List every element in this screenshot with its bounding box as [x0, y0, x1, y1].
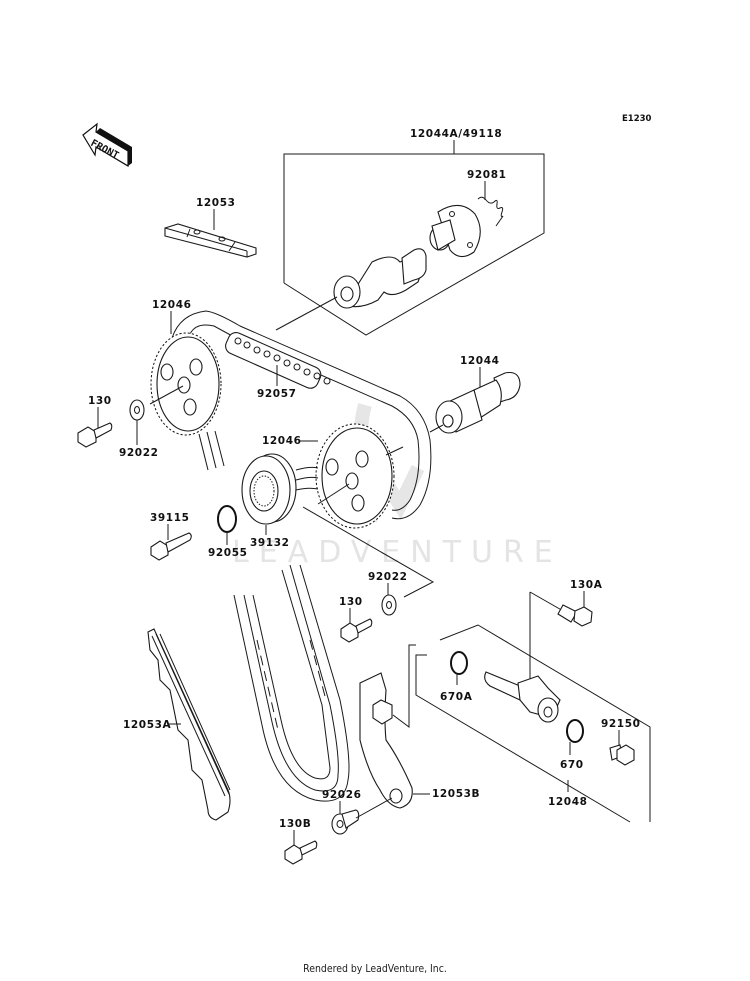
- label-12053: 12053: [196, 197, 236, 209]
- label-12053a: 12053A: [123, 719, 172, 731]
- label-12053b: 12053B: [432, 788, 480, 800]
- bolt-39115: 39115: [150, 512, 192, 561]
- watermark-text: LEADVENTURE: [232, 535, 563, 570]
- label-130-upper: 130: [88, 395, 112, 407]
- label-670: 670: [560, 759, 584, 771]
- label-130b: 130B: [279, 818, 311, 830]
- label-92022-lower: 92022: [368, 571, 408, 583]
- label-130a: 130A: [570, 579, 603, 591]
- sprocket-12046-upper: 12046: [149, 299, 225, 471]
- washer-92022-lower: 92022: [368, 571, 408, 616]
- washer-92022-upper: 92022: [119, 399, 159, 459]
- label-12044a-49118: 12044A/49118: [410, 128, 502, 140]
- label-92057: 92057: [257, 388, 297, 400]
- pulley-39132: 39132: [241, 453, 319, 549]
- label-670a: 670A: [440, 691, 473, 703]
- tensioner-group: 130A 670A 670 12048 92150: [415, 579, 651, 823]
- label-130-lower: 130: [339, 596, 363, 608]
- bolt-130b: 130B: [279, 818, 318, 865]
- label-92022-upper: 92022: [119, 447, 159, 459]
- chain-guide-12053b: 12053B: [359, 644, 480, 809]
- oring-92055: 92055: [208, 505, 248, 559]
- label-92055: 92055: [208, 547, 248, 559]
- label-92026: 92026: [322, 789, 362, 801]
- footer-credit: Rendered by LeadVenture, Inc.: [303, 962, 447, 975]
- bolt-130-lower: 130: [339, 596, 373, 643]
- collar-92026: 92026: [322, 789, 393, 835]
- spring-92081: 92081: [467, 169, 507, 227]
- chain-guide-12053a: 12053A: [123, 628, 231, 821]
- label-12046-lower: 12046: [262, 435, 302, 447]
- sprocket-12046-lower: 12046: [262, 423, 404, 529]
- timing-belt: [233, 564, 350, 802]
- camshaft-12044a: [275, 248, 427, 331]
- label-39115: 39115: [150, 512, 190, 524]
- chain-92057: 92057: [171, 310, 432, 520]
- label-92081: 92081: [467, 169, 507, 181]
- label-12044: 12044: [460, 355, 500, 367]
- front-arrow-icon: FRONT: [82, 122, 132, 168]
- camshaft-assembly-group: 12044A/49118: [283, 128, 545, 336]
- label-12048: 12048: [548, 796, 588, 808]
- chain-guide-12053: 12053: [164, 197, 257, 258]
- tensioner-12048-body: [484, 671, 561, 723]
- bolt-130-upper: 130: [77, 395, 113, 448]
- diagram-code: E1230: [622, 114, 652, 124]
- camshaft-12044: 12044: [429, 355, 521, 434]
- label-92150: 92150: [601, 718, 641, 730]
- chain-links: [225, 332, 331, 389]
- label-39132: 39132: [250, 537, 290, 549]
- cam-plate: [429, 204, 481, 258]
- label-12046-upper: 12046: [152, 299, 192, 311]
